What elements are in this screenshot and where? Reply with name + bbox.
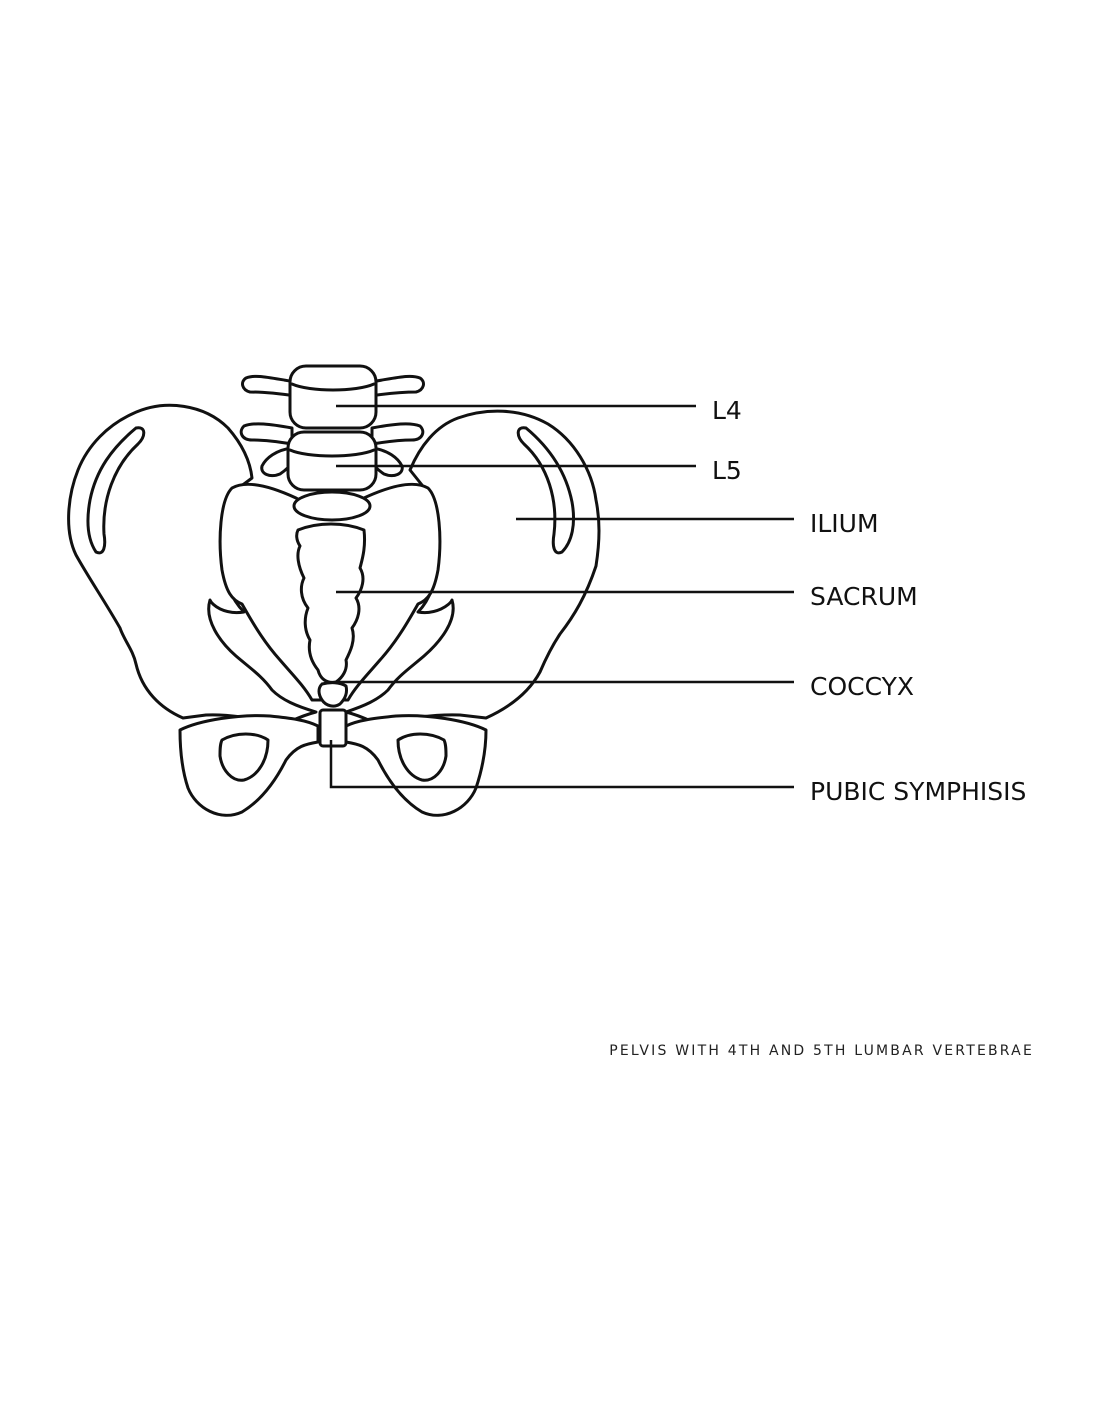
- pubic-symphisis-leader: [329, 740, 794, 789]
- coccyx: [317, 681, 348, 708]
- pubic-symphysis: [318, 708, 348, 748]
- l4-transverse-right: [368, 374, 425, 398]
- l4-lower-process-right: [370, 422, 425, 446]
- label-l5: L5: [712, 456, 742, 485]
- l4-endplate: [290, 382, 376, 392]
- label-ilium: ILIUM: [810, 509, 879, 538]
- figure-caption: PELVIS WITH 4TH AND 5TH LUMBAR VERTEBRAE: [609, 1043, 1034, 1059]
- left-iliac-crest: [86, 426, 146, 555]
- left-obturator-foramen: [218, 732, 270, 782]
- right-iliac-crest: [516, 426, 576, 555]
- l5-endplate: [288, 448, 376, 458]
- l4-lower-process-left: [239, 422, 294, 446]
- right-obturator-foramen: [396, 732, 448, 782]
- label-l4: L4: [712, 396, 742, 425]
- l4-vertebra: [288, 364, 378, 430]
- label-sacrum: SACRUM: [810, 582, 918, 611]
- l5-vertebra: [286, 430, 378, 492]
- lumbosacral-disc: [292, 490, 372, 522]
- l4-transverse-left: [241, 374, 298, 398]
- label-pubic-symphisis: PUBIC SYMPHISIS: [810, 777, 1026, 806]
- label-coccyx: COCCYX: [810, 672, 914, 701]
